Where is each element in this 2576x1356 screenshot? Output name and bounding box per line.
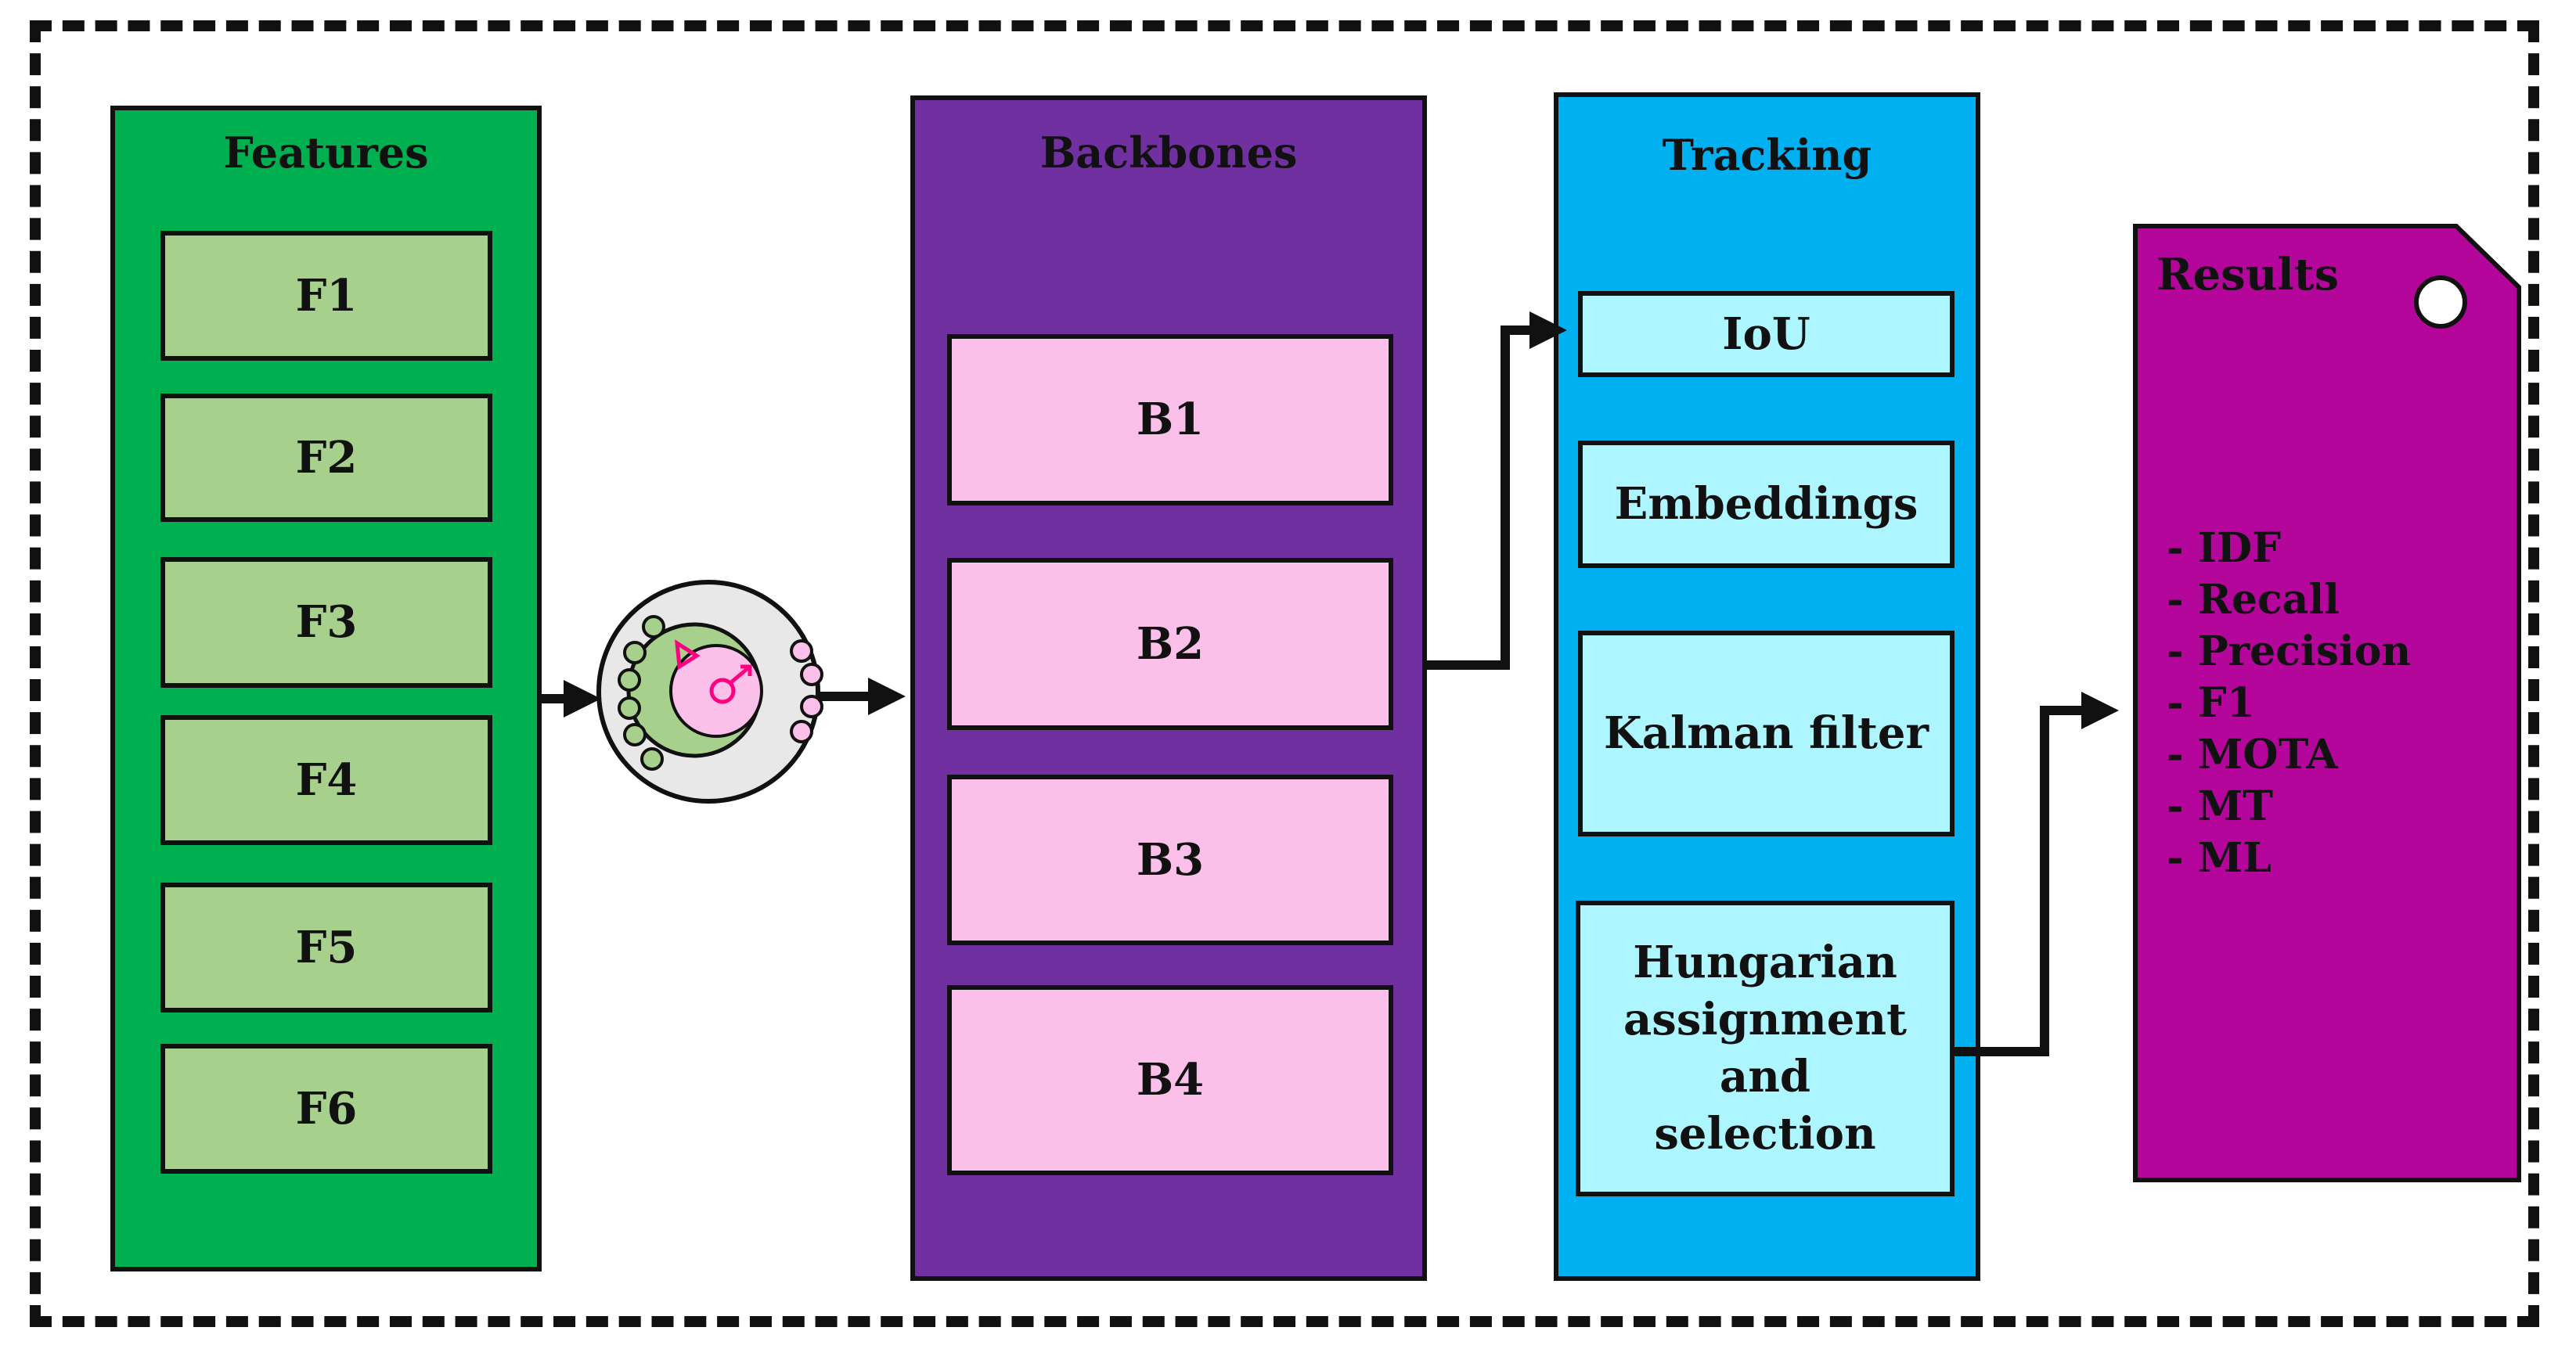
backbone-box-b1: B1 [947, 334, 1393, 505]
backbones-title: Backbones [1039, 128, 1298, 178]
feature-box-f1: F1 [160, 231, 492, 361]
metric-item: - MT [2167, 782, 2273, 830]
metric-item: - ML [2167, 834, 2272, 882]
feature-box-f6: F6 [160, 1044, 492, 1174]
metric-item: - IDF [2167, 524, 2282, 572]
results-metrics-list: - IDF - Recall - Precision - F1 - MOTA -… [2167, 523, 2411, 884]
gene-fusion-icon [596, 580, 823, 804]
metric-item: - Recall [2167, 576, 2340, 624]
tag-hole-icon [2414, 275, 2467, 329]
feature-box-f4: F4 [160, 715, 492, 845]
feature-box-f3: F3 [160, 557, 492, 688]
tracking-box-kalman: Kalman filter [1578, 631, 1955, 836]
diagram-frame [30, 20, 2539, 1327]
tracking-box-embeddings: Embeddings [1578, 441, 1955, 568]
backbone-box-b4: B4 [947, 985, 1393, 1175]
features-title: Features [223, 128, 429, 178]
arrow-tracking-to-results [1955, 692, 2119, 1056]
tracking-title: Tracking [1662, 130, 1872, 180]
backbone-box-b3: B3 [947, 775, 1393, 945]
feature-box-f5: F5 [160, 883, 492, 1013]
metric-item: - MOTA [2167, 731, 2338, 779]
metric-item: - Precision [2167, 628, 2412, 675]
results-title: Results [2156, 249, 2340, 300]
tracking-box-hungarian: Hungarian assignment and selection [1576, 901, 1955, 1196]
results-tag [2133, 224, 2521, 1182]
backbone-box-b2: B2 [947, 558, 1393, 730]
feature-box-f2: F2 [160, 394, 492, 522]
metric-item: - F1 [2167, 679, 2255, 727]
arrow-backbones-to-tracking [1427, 311, 1567, 670]
tracking-box-iou: IoU [1578, 291, 1955, 377]
